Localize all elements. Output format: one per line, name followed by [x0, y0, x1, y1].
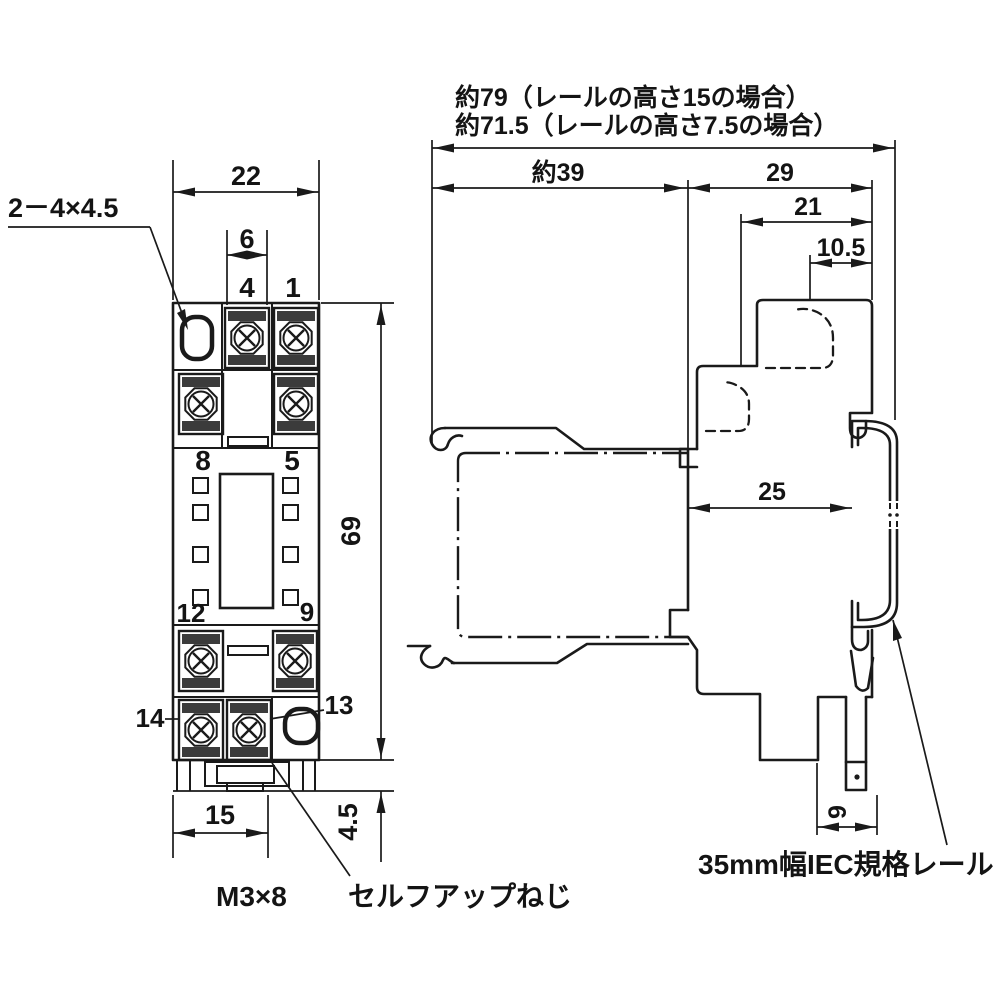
pin-window — [192, 472, 299, 610]
dim-25: 25 — [688, 478, 852, 513]
terminal-12-label: 12 — [177, 598, 206, 628]
dim-22: 22 — [172, 160, 320, 300]
screw-note-label: セルフアップねじ — [348, 881, 572, 912]
dim-21: 21 — [740, 193, 872, 366]
dim-overall-depth: 約79（レールの高さ15の場合） 約71.5（レールの高さ7.5の場合） — [431, 83, 896, 443]
terminal-8-label: 8 — [195, 445, 211, 476]
tie-bar-lower — [227, 645, 269, 656]
dim-9: 9 — [816, 763, 878, 835]
dim-25-label: 25 — [758, 478, 786, 506]
dim-height-label: 69 — [336, 516, 366, 546]
mounting-hole-top — [179, 314, 215, 362]
dim-body-depth-label: 約39 — [532, 158, 585, 187]
depth-note-rail15: 約79（レールの高さ15の場合） — [455, 83, 811, 112]
dim-15: 15 — [172, 795, 269, 858]
terminal-4-label: 4 — [239, 272, 255, 303]
dim-10-5: 10.5 — [809, 234, 872, 300]
rail-callout: 35mm幅IEC規格レール — [698, 619, 994, 880]
socket-profile — [668, 298, 875, 792]
screw-callout: M3×8 セルフアップねじ — [216, 762, 572, 912]
mounting-hole-bottom — [282, 706, 321, 746]
terminal-numbers: 4 1 8 5 12 9 14 13 — [136, 272, 354, 733]
dim-base-width-label: 15 — [205, 800, 235, 830]
dim-width-label: 22 — [231, 161, 261, 191]
dim-10-5-label: 10.5 — [817, 234, 866, 262]
dim-socket-depth-label: 29 — [766, 159, 794, 187]
dim-slot-label: 6 — [239, 224, 254, 254]
dim-4-5: 4.5 — [173, 790, 394, 862]
dim-39-29: 約39 29 — [432, 158, 873, 449]
screw-size-label: M3×8 — [216, 881, 287, 912]
terminal-5-label: 5 — [284, 445, 300, 476]
dim-base-height-label: 4.5 — [333, 803, 363, 841]
tie-bar-upper — [227, 436, 269, 447]
terminal-14-label: 14 — [136, 703, 165, 733]
din-rail-profile — [850, 419, 902, 629]
terminal-1-label: 1 — [285, 272, 301, 303]
terminal-13-label: 13 — [325, 690, 354, 720]
side-view: 約79（レールの高さ15の場合） 約71.5（レールの高さ7.5の場合） 約39… — [406, 83, 994, 880]
depth-note-rail75: 約71.5（レールの高さ7.5の場合） — [455, 111, 838, 140]
dim-69: 69 — [173, 302, 394, 761]
dim-9-label: 9 — [824, 805, 852, 819]
base-structure — [176, 760, 316, 792]
dim-6: 6 — [226, 224, 268, 305]
relay-body-outline — [406, 426, 690, 669]
dim-21-label: 21 — [794, 193, 822, 221]
rail-label: 35mm幅IEC規格レール — [698, 849, 994, 880]
terminal-9-label: 9 — [300, 597, 314, 627]
hole-callout: 2－4×4.5 — [8, 193, 188, 330]
screw-terminals — [177, 306, 320, 762]
hole-label: 2－4×4.5 — [8, 193, 118, 223]
hidden-hook-lines — [704, 307, 835, 433]
front-view: 22 6 69 4.5 — [8, 160, 572, 912]
